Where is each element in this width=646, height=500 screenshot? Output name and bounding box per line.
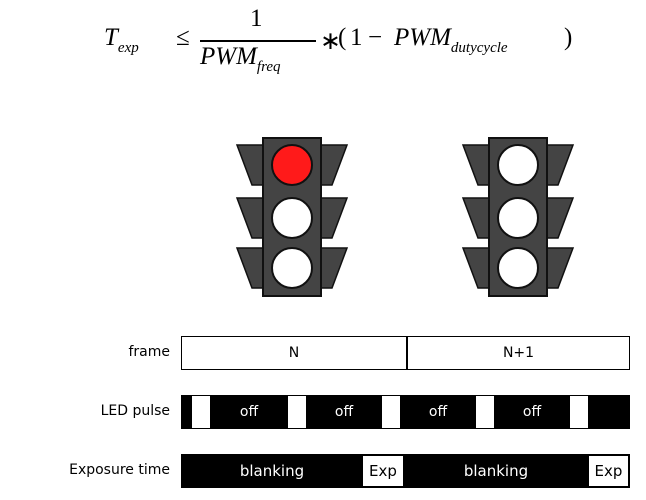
led-pulse-row-label: LED pulse	[100, 403, 170, 419]
formula-paren-close: )	[564, 24, 573, 51]
frame-n-segment: N	[182, 337, 406, 369]
frame-bar: N N+1	[181, 336, 630, 370]
visor-left	[235, 144, 266, 186]
formula-one: 1	[350, 24, 363, 51]
visor-right	[318, 144, 349, 186]
led-off-segment: off	[306, 396, 382, 428]
formula-lhs: Texp	[104, 24, 139, 56]
formula-numerator: 1	[250, 5, 263, 32]
visor-right	[318, 197, 349, 239]
formula-multiply: ∗	[320, 28, 341, 55]
visor-right	[318, 247, 349, 289]
exposure-row-label: Exposure time	[69, 462, 170, 478]
exposure-bar: blanking Exp blanking Exp	[181, 454, 630, 488]
led-off-segment: off	[400, 396, 476, 428]
formula-minus: −	[368, 24, 383, 51]
white-lamp	[271, 197, 313, 239]
led-on-pulse	[192, 396, 210, 428]
exposure-segment: Exp	[362, 455, 404, 487]
visor-right	[544, 144, 575, 186]
visor-right	[544, 197, 575, 239]
led-off-segment	[588, 396, 629, 428]
led-on-pulse	[570, 396, 588, 428]
visor-left	[235, 197, 266, 239]
exposure-segment: Exp	[588, 455, 629, 487]
led-pulse-bar: off off off off	[181, 395, 630, 429]
traffic-light-right	[461, 137, 575, 297]
visor-left	[461, 197, 492, 239]
white-lamp	[497, 197, 539, 239]
white-lamp	[497, 247, 539, 289]
white-lamp	[271, 247, 313, 289]
formula-dutycycle-term: PWMdutycycle	[394, 24, 508, 56]
blanking-segment: blanking	[404, 455, 588, 487]
traffic-light-left	[235, 137, 349, 297]
led-on-pulse	[476, 396, 494, 428]
visor-left	[461, 144, 492, 186]
led-on-pulse	[382, 396, 400, 428]
led-off-segment: off	[494, 396, 570, 428]
formula-paren-open: (	[338, 24, 347, 51]
formula-denominator: PWMfreq	[200, 43, 281, 75]
visor-left	[235, 247, 266, 289]
formula-relation: ≤	[176, 24, 190, 51]
led-off-segment: off	[210, 396, 288, 428]
visor-left	[461, 247, 492, 289]
visor-right	[544, 247, 575, 289]
fraction-bar	[200, 40, 316, 42]
red-lamp	[271, 144, 313, 186]
led-on-pulse	[288, 396, 306, 428]
blanking-segment: blanking	[182, 455, 362, 487]
traffic-lights	[235, 137, 575, 297]
exposure-formula: Texp ≤ 1 PWMfreq ∗ ( 1 − PWMdutycycle )	[104, 0, 584, 90]
frame-n-plus-1-segment: N+1	[408, 337, 629, 369]
white-lamp	[497, 144, 539, 186]
frame-divider	[406, 337, 408, 369]
frame-row-label: frame	[128, 344, 170, 360]
